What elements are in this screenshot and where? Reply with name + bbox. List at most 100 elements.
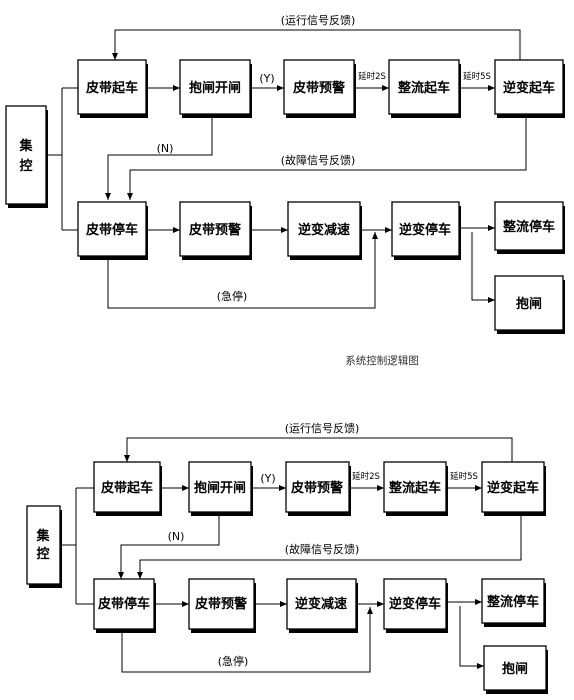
d2-node-belt-start-label: 皮带起车	[100, 480, 153, 496]
d1-invstop-to-brake-line	[471, 232, 495, 301]
d2-node-inverter-decel: 逆变减速	[286, 578, 358, 633]
d1-fault-feedback-line	[129, 118, 527, 200]
d2-label-run-feedback: (运行信号反馈)	[285, 422, 360, 435]
d2-label-fault-feedback: (故障信号反馈)	[285, 542, 360, 556]
d2-node-brake-label: 抱闸	[502, 661, 528, 677]
logic-diagram-2: 集 控 皮带起车 抱闸开闸 皮带预警 整流起车 逆变起车	[26, 422, 548, 694]
d2-arrowhead	[367, 607, 373, 614]
d1-node-brake-release-label: 抱闸开闸	[189, 80, 241, 96]
d1-arrowhead	[105, 193, 111, 200]
d2-label-delay-5s: 延时5S	[450, 471, 478, 482]
d1-node-central-control-label-1: 集	[18, 138, 33, 154]
d2-node-brake-release-label: 抱闸开闸	[194, 480, 246, 496]
d2-node-rectifier-start-label: 整流起车	[388, 480, 441, 496]
d1-node-belt-stop: 皮带停车	[77, 201, 148, 260]
d2-label-yes: (Y)	[260, 472, 275, 485]
d1-run-feedback-line	[114, 29, 521, 60]
d1-node-rectifier-stop-label: 整流停车	[502, 219, 555, 235]
d2-arrowhead	[279, 485, 286, 491]
d1-node-inverter-stop-label: 逆变停车	[399, 222, 451, 238]
d1-arrowhead	[385, 227, 392, 233]
d1-node-rectifier-start-label: 整流起车	[397, 80, 450, 96]
d1-arrowhead	[488, 297, 495, 303]
d1-arrowhead	[488, 85, 495, 91]
d1-arrowhead	[112, 53, 118, 60]
d1-arrowhead	[488, 225, 495, 231]
d1-bus-line	[47, 87, 78, 231]
d1-node-rectifier-stop: 整流停车	[494, 201, 565, 254]
d2-node-belt-start: 皮带起车	[93, 461, 162, 516]
d1-no-branch-line	[107, 118, 213, 200]
d1-label-delay-5s: 延时5S	[463, 71, 491, 82]
d1-node-central-control-label-2: 控	[19, 158, 32, 174]
d2-node-brake-release: 抱闸开闸	[188, 461, 253, 516]
d1-node-brake-label: 抱闸	[516, 296, 542, 312]
d2-invstop-to-brake-line	[459, 606, 484, 667]
d2-arrowhead	[280, 601, 287, 607]
d1-arrowhead	[372, 232, 378, 239]
d1-arrowhead	[281, 227, 288, 233]
d2-arrowhead	[477, 663, 484, 669]
d1-node-central-control: 集 控	[5, 105, 48, 208]
d1-arrowhead	[382, 85, 389, 91]
d1-label-delay-2s: 延时2S	[358, 71, 386, 82]
d2-node-rectifier-stop-label: 整流停车	[486, 594, 539, 610]
d2-node-rectifier-start: 整流起车	[383, 461, 448, 516]
diagram-1-connectors	[47, 29, 527, 309]
d2-node-rectifier-stop: 整流停车	[481, 578, 546, 627]
d2-node-inverter-stop-label: 逆变停车	[389, 596, 441, 612]
d1-node-belt-start-label: 皮带起车	[85, 80, 138, 96]
d1-node-inverter-start-label: 逆变起车	[503, 80, 555, 96]
diagram-caption: 系统控制逻辑图	[345, 354, 419, 367]
d2-label-no: (N)	[168, 530, 185, 543]
d1-node-belt-warning-top: 皮带预警	[283, 59, 356, 118]
d1-arrowhead	[173, 227, 180, 233]
d1-label-run-feedback: (运行信号反馈)	[281, 14, 356, 27]
d1-arrowhead	[277, 85, 284, 91]
d2-arrowhead	[475, 599, 482, 605]
d1-node-belt-warning-bottom-label: 皮带预警	[188, 222, 241, 238]
d2-no-branch-line	[120, 512, 220, 579]
d2-node-belt-warning-bottom-label: 皮带预警	[194, 596, 247, 612]
d2-arrowhead	[137, 572, 143, 579]
d1-node-belt-stop-label: 皮带停车	[85, 222, 138, 238]
diagram-2-connectors	[60, 437, 522, 673]
d2-node-central-control-label-2: 控	[36, 546, 49, 562]
d2-arrowhead	[475, 485, 482, 491]
d1-arrowhead	[127, 193, 133, 200]
d2-arrowhead	[182, 601, 189, 607]
d1-label-no: (N)	[157, 142, 174, 155]
d1-label-emergency: (急停)	[217, 289, 248, 303]
d1-node-belt-start: 皮带起车	[77, 59, 148, 118]
d1-node-belt-warning-top-label: 皮带预警	[292, 80, 345, 96]
d1-node-belt-warning-bottom: 皮带预警	[179, 201, 252, 260]
d1-node-brake-release: 抱闸开闸	[179, 59, 252, 118]
d2-arrowhead	[124, 455, 130, 462]
d2-node-inverter-decel-label: 逆变减速	[295, 596, 347, 612]
d2-node-central-control-label-1: 集	[35, 528, 50, 544]
d2-node-inverter-start-label: 逆变起车	[487, 480, 539, 496]
d2-arrowhead	[118, 572, 124, 579]
d2-node-belt-warning-top: 皮带预警	[285, 461, 351, 516]
logic-diagram-1: 集 控 皮带起车 抱闸开闸 皮带预警 整流起车 逆变起车	[5, 14, 565, 334]
d2-node-central-control: 集 控	[26, 505, 62, 588]
d2-fault-feedback-line	[139, 512, 522, 579]
d1-node-inverter-stop: 逆变停车	[391, 201, 461, 260]
d2-run-feedback-line	[126, 437, 513, 462]
d2-node-inverter-stop: 逆变停车	[383, 578, 448, 633]
d2-arrowhead	[182, 485, 189, 491]
d1-label-yes: (Y)	[259, 72, 274, 85]
d2-node-belt-warning-top-label: 皮带预警	[290, 480, 343, 496]
d2-emergency-line	[121, 607, 371, 673]
d1-node-inverter-decel: 逆变减速	[287, 201, 362, 260]
d2-node-belt-stop-label: 皮带停车	[97, 596, 150, 612]
d2-node-inverter-start: 逆变起车	[481, 461, 546, 516]
d2-arrowhead	[377, 601, 384, 607]
d1-label-fault-feedback: (故障信号反馈)	[281, 153, 356, 167]
d2-bus-line	[60, 487, 94, 605]
d2-arrowhead	[377, 485, 384, 491]
d2-label-delay-2s: 延时2S	[352, 471, 380, 482]
d2-label-emergency: (急停)	[218, 654, 249, 668]
d1-node-brake: 抱闸	[494, 275, 565, 334]
